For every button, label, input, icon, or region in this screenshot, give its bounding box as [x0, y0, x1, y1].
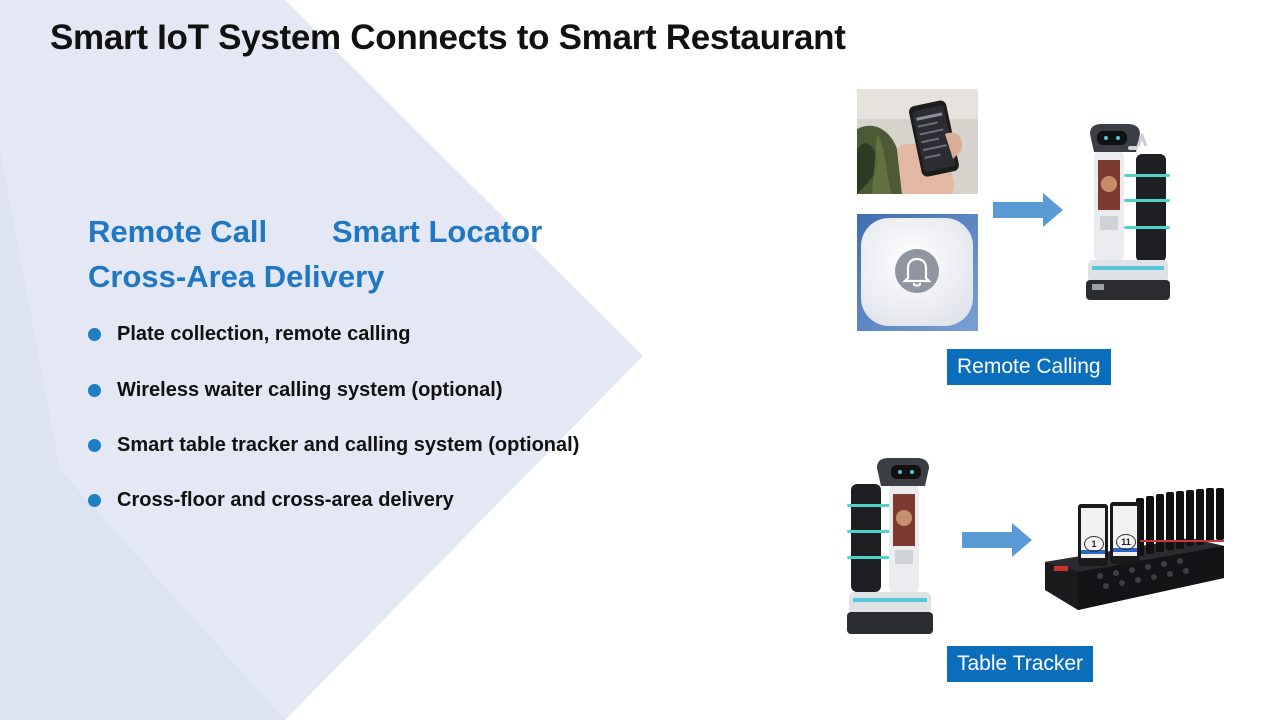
bullet-icon: [88, 383, 101, 397]
delivery-robot-image: [847, 458, 933, 634]
bullet-text: Cross-floor and cross-area delivery: [117, 488, 454, 511]
arrow-right-icon: [993, 193, 1063, 227]
heading-smart-locator: Smart Locator: [332, 214, 543, 249]
caption-table-tracker: Table Tracker: [947, 646, 1094, 682]
list-item: Smart table tracker and calling system (…: [88, 429, 579, 461]
tracker-number: 1: [1084, 536, 1104, 552]
caption-remote-calling: Remote Calling: [947, 349, 1111, 385]
feature-list: Plate collection, remote calling Wireles…: [88, 318, 579, 539]
list-item: Wireless waiter calling system (optional…: [88, 374, 579, 406]
delivery-robot-image: [1086, 124, 1170, 300]
table-tracker-image: 1 11: [1040, 486, 1226, 620]
call-button-image: [857, 214, 978, 331]
page-title: Smart IoT System Connects to Smart Resta…: [50, 18, 846, 57]
bullet-icon: [88, 327, 101, 341]
bullet-icon: [88, 438, 101, 452]
list-item: Cross-floor and cross-area delivery: [88, 484, 579, 516]
bullet-text: Smart table tracker and calling system (…: [117, 433, 580, 456]
bullet-text: Plate collection, remote calling: [117, 322, 411, 345]
bullet-text: Wireless waiter calling system (optional…: [117, 378, 503, 401]
phone-in-hand-image: [857, 89, 978, 194]
bell-icon: [902, 257, 932, 287]
arrow-right-icon: [962, 523, 1032, 557]
bullet-icon: [88, 493, 101, 507]
list-item: Plate collection, remote calling: [88, 318, 579, 350]
heading-remote-call: Remote Call: [88, 214, 268, 249]
heading-cross-area-delivery: Cross-Area Delivery: [88, 259, 385, 294]
tracker-number: 11: [1116, 534, 1136, 550]
